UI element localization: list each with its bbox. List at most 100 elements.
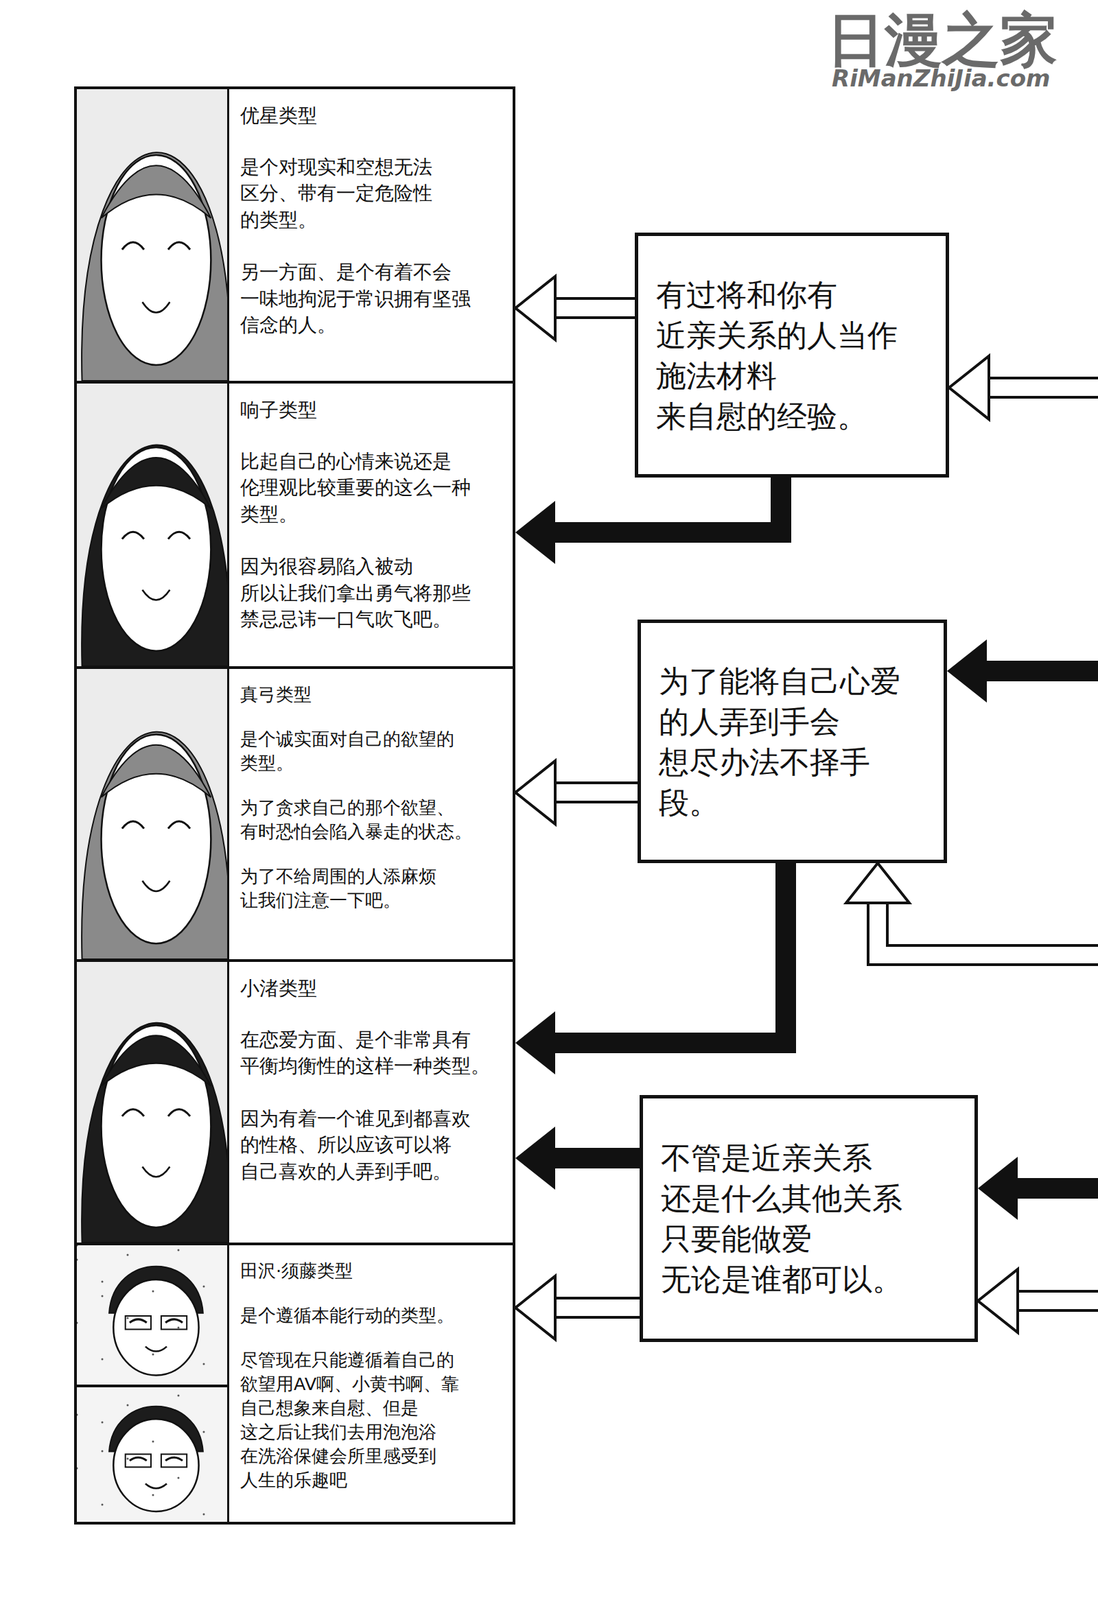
screen-tone-dot [126, 1254, 130, 1257]
text-block: 因为很容易陷入被动 所以让我们拿出勇气将那些 禁忌忌讳一口气吹飞吧。 [240, 553, 504, 634]
cell-divider [227, 962, 230, 1243]
mouth [142, 881, 170, 892]
text-block: 是个诚实面对自己的欲望的 类型。 [240, 727, 504, 776]
screen-tone-dot [152, 1353, 155, 1357]
screen-tone-dot [126, 1404, 130, 1407]
text-block: 因为有着一个谁见到都喜欢 的性格、所以应该可以将 自己喜欢的人弄到手吧。 [240, 1106, 504, 1186]
arrow-shaft-outline [877, 900, 1098, 956]
text-block: 为了能将自己心爱 的人弄到手会 想尽办法不择手段。 [658, 660, 929, 823]
screen-tone-dot [76, 1245, 79, 1247]
portrait-divider [76, 1384, 230, 1388]
arrow-head [515, 1011, 556, 1075]
character-portrait [76, 962, 230, 1243]
text-block: 是个对现实和空想无法 区分、带有一定危险性 的类型。 [240, 154, 504, 235]
screen-tone-dot [101, 1421, 104, 1424]
glasses [125, 1454, 151, 1468]
screen-tone-dot [152, 1494, 155, 1497]
fringe [101, 745, 212, 798]
incoming-arrow [949, 356, 1098, 420]
character-portrait [76, 1245, 230, 1523]
glasses [125, 1316, 151, 1330]
screen-tone-dot [203, 1286, 206, 1289]
screen-tone-dot [203, 1363, 206, 1366]
arrow-shaft-outline [1014, 1290, 1098, 1313]
incoming-arrow [846, 863, 1098, 956]
screen-tone-dot [101, 1358, 104, 1361]
result-box: 小渚类型在恋爱方面、是个非常具有 平衡均衡性的这样一种类型。因为有着一个谁见到都… [74, 959, 516, 1246]
screen-tone-dot [76, 1467, 79, 1470]
arrow-shaft [552, 477, 781, 533]
arrow-head [515, 500, 556, 565]
text-column: 小渚类型在恋爱方面、是个非常具有 平衡均衡性的这样一种类型。因为有着一个谁见到都… [229, 962, 513, 1243]
result-box: 田沢·须藤类型是个遵循本能行动的类型。尽管现在只能遵循着自己的 欲望用AV啊、小… [74, 1242, 516, 1525]
screen-tone-dot [177, 1249, 180, 1252]
arrow-shaft [552, 1299, 640, 1317]
cell-divider [227, 383, 230, 667]
cell-divider [227, 1245, 230, 1523]
screen-tone-dot [101, 1295, 104, 1298]
eye [122, 1109, 145, 1117]
arrow-shaft [986, 379, 1098, 396]
arrow-head [515, 1126, 556, 1190]
screen-tone-dot [152, 1290, 155, 1293]
mouth [142, 1167, 170, 1178]
type-heading: 小渚类型 [240, 975, 504, 1003]
screen-tone-dot [101, 1504, 104, 1507]
eye [168, 531, 191, 539]
question-box: 为了能将自己心爱 的人弄到手会 想尽办法不择手段。 [637, 619, 948, 864]
screen-tone-dot [76, 1259, 79, 1262]
text-block: 有过将和你有 近亲关系的人当作 施法材料 来自慰的经验。 [656, 274, 931, 437]
type-heading: 优星类型 [240, 102, 504, 130]
arrow-shaft-outline [552, 1297, 640, 1319]
incoming-arrow [977, 1157, 1098, 1221]
incoming-arrow [947, 639, 1098, 703]
arrow-shaft [552, 784, 638, 801]
arrow-shaft [1014, 1292, 1098, 1310]
hair-shape [81, 444, 230, 667]
text-block: 尽管现在只能遵循着自己的 欲望用AV啊、小黄书啊、靠 自己想象来自慰、但是 这之… [240, 1348, 504, 1493]
screen-tone-dot [126, 1458, 130, 1461]
watermark: RiManZhiJia.com [831, 64, 1050, 92]
mouth [145, 1347, 167, 1352]
incoming-arrow [977, 1269, 1098, 1333]
mouth [145, 1484, 167, 1490]
text-block: 不管是近亲关系 还是什么其他关系 只要能做爱 无论是谁都可以。 [660, 1137, 960, 1300]
face-outline [101, 734, 212, 945]
arrow-head [977, 1157, 1018, 1221]
illustration-ground [76, 1386, 230, 1523]
flow-arrow [515, 761, 638, 825]
arrow-head [515, 276, 556, 340]
text-block: 为了不给周围的人添麻烦 让我们注意一下吧。 [240, 864, 504, 913]
arrow-shaft-outline [552, 781, 638, 804]
arrow-head [846, 863, 910, 904]
eye [165, 1457, 183, 1462]
type-heading: 田沢·须藤类型 [240, 1259, 504, 1284]
arrow-head [947, 639, 987, 703]
arrow-shaft-outline [552, 297, 635, 320]
arrow-head [949, 356, 989, 420]
flow-arrow [515, 1126, 640, 1190]
eye [168, 821, 191, 829]
eye [122, 242, 145, 250]
hair-shape [81, 152, 230, 381]
flow-arrow [515, 276, 635, 340]
text-column: 田沢·须藤类型是个遵循本能行动的类型。尽管现在只能遵循着自己的 欲望用AV啊、小… [229, 1245, 513, 1523]
result-box: 响子类型比起自己的心情来说还是 伦理观比较重要的这么一种 类型。因为很容易陷入被… [74, 380, 516, 670]
face-outline [101, 155, 212, 366]
hair-shape [81, 1023, 230, 1243]
arrow-shaft-outline [986, 376, 1098, 399]
screen-tone-dot [152, 1441, 155, 1444]
glasses [161, 1454, 187, 1468]
face-outline [101, 447, 212, 652]
eye [129, 1457, 147, 1462]
result-box: 真弓类型是个诚实面对自己的欲望的 类型。为了贪求自己的那个欲望、 有时恐怕会陷入… [74, 666, 516, 963]
character-portrait [76, 669, 230, 960]
mouth [142, 301, 170, 313]
eye [122, 821, 145, 829]
text-column: 优星类型是个对现实和空想无法 区分、带有一定危险性 的类型。另一方面、是个有着不… [229, 89, 513, 381]
text-block: 为了贪求自己的那个欲望、 有时恐怕会陷入暴走的状态。 [240, 796, 504, 845]
arrow-head [977, 1269, 1018, 1333]
mouth [142, 590, 170, 601]
arrow-shaft [1014, 1178, 1098, 1199]
